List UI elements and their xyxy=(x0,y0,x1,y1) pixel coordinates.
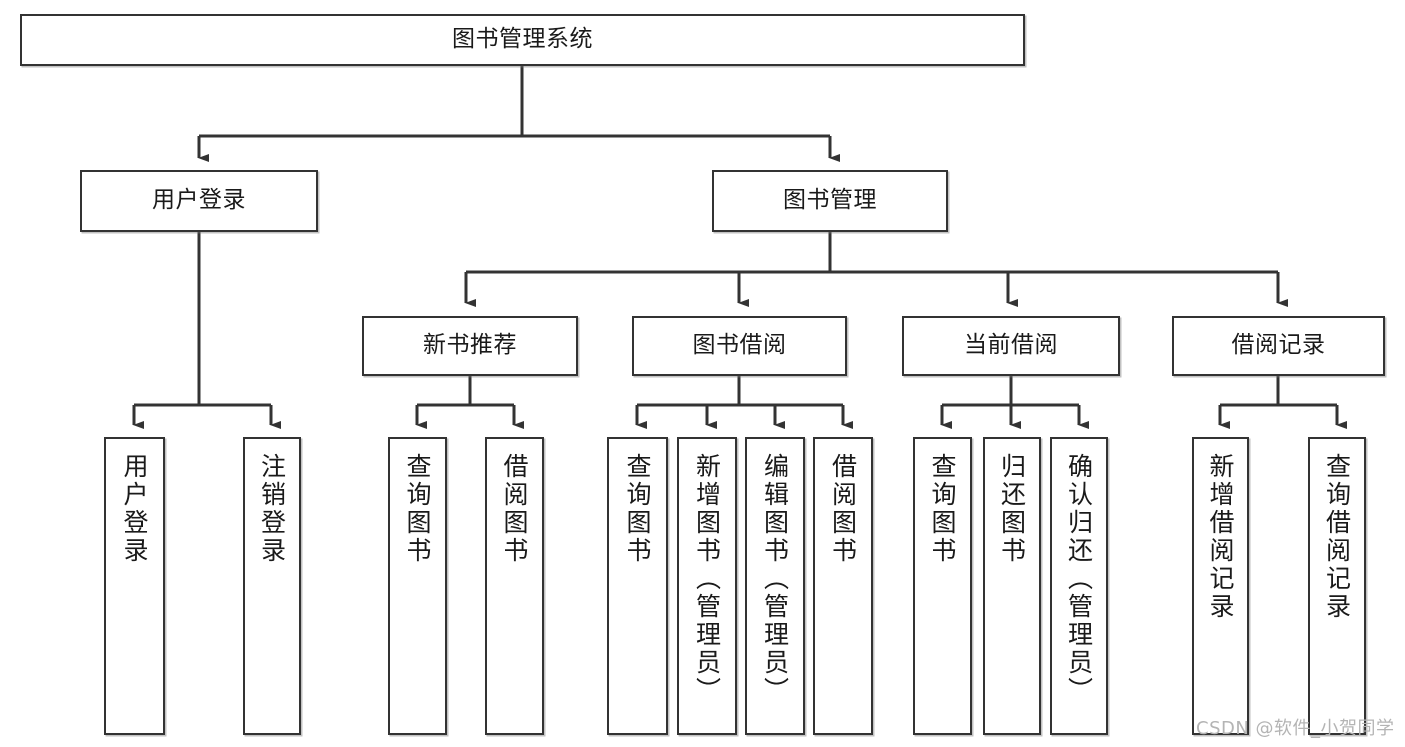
node-label: 查询图书 xyxy=(928,453,957,565)
node-level3-current-borrow[interactable]: 当前借阅 xyxy=(902,316,1120,376)
node-label: 新书推荐 xyxy=(423,332,517,359)
node-leaf-borrow-book-newbooks[interactable]: 借阅图书 xyxy=(485,437,544,735)
node-label: 用户登录 xyxy=(152,187,246,214)
node-level3-borrow-record[interactable]: 借阅记录 xyxy=(1172,316,1385,376)
node-label: 注销登录 xyxy=(257,453,287,565)
edge-group-userlogin-to-leaves xyxy=(132,232,281,429)
node-level3-book-borrow[interactable]: 图书借阅 xyxy=(632,316,847,376)
node-label: 新增图书（管理员） xyxy=(692,453,722,705)
node-label: 用户登录 xyxy=(120,453,149,565)
node-label: 借阅图书 xyxy=(500,453,529,565)
csdn-watermark: CSDN @软件_小贺同学 xyxy=(1196,718,1395,739)
edge-group-currentborrow-to-leaves xyxy=(940,376,1089,429)
node-leaf-query-book-newbooks[interactable]: 查询图书 xyxy=(388,437,447,735)
node-label: 确认归还（管理员） xyxy=(1064,453,1094,705)
node-label: 图书管理系统 xyxy=(452,26,593,53)
node-leaf-logout-login[interactable]: 注销登录 xyxy=(243,437,301,735)
node-label: 查询借阅记录 xyxy=(1322,453,1352,621)
node-leaf-return-book[interactable]: 归还图书 xyxy=(983,437,1041,735)
node-label: 借阅记录 xyxy=(1231,332,1326,359)
node-label: 查询图书 xyxy=(403,453,432,565)
node-label: 图书借阅 xyxy=(692,332,787,359)
node-label: 图书管理 xyxy=(783,187,877,214)
node-label: 当前借阅 xyxy=(964,332,1058,359)
node-label: 借阅图书 xyxy=(828,453,858,565)
node-leaf-confirm-return-admin[interactable]: 确认归还（管理员） xyxy=(1050,437,1108,735)
node-leaf-query-book-current[interactable]: 查询图书 xyxy=(913,437,972,735)
node-leaf-borrow-book[interactable]: 借阅图书 xyxy=(813,437,873,735)
node-label: 新增借阅记录 xyxy=(1206,453,1235,621)
edge-group-bookborrow-to-leaves xyxy=(635,376,853,429)
node-label: 归还图书 xyxy=(997,453,1027,565)
node-level2-user-login[interactable]: 用户登录 xyxy=(80,170,318,232)
edge-group-root-to-level2 xyxy=(197,66,840,162)
node-level2-book-management[interactable]: 图书管理 xyxy=(712,170,948,232)
node-leaf-query-borrow-record[interactable]: 查询借阅记录 xyxy=(1308,437,1366,735)
edge-group-newbooks-to-leaves xyxy=(415,376,524,429)
node-leaf-query-book-borrow[interactable]: 查询图书 xyxy=(607,437,668,735)
node-label: 查询图书 xyxy=(623,453,652,565)
edge-group-bookmgmt-to-level3 xyxy=(464,232,1288,307)
node-leaf-edit-book-admin[interactable]: 编辑图书（管理员） xyxy=(745,437,805,735)
node-root-system[interactable]: 图书管理系统 xyxy=(20,14,1025,66)
node-label: 编辑图书（管理员） xyxy=(760,453,790,705)
edge-group-borrowrecord-to-leaves xyxy=(1218,376,1347,429)
node-leaf-add-borrow-record[interactable]: 新增借阅记录 xyxy=(1192,437,1249,735)
node-level3-new-book-recommend[interactable]: 新书推荐 xyxy=(362,316,578,376)
node-leaf-add-book-admin[interactable]: 新增图书（管理员） xyxy=(677,437,737,735)
node-leaf-user-login[interactable]: 用户登录 xyxy=(104,437,165,735)
